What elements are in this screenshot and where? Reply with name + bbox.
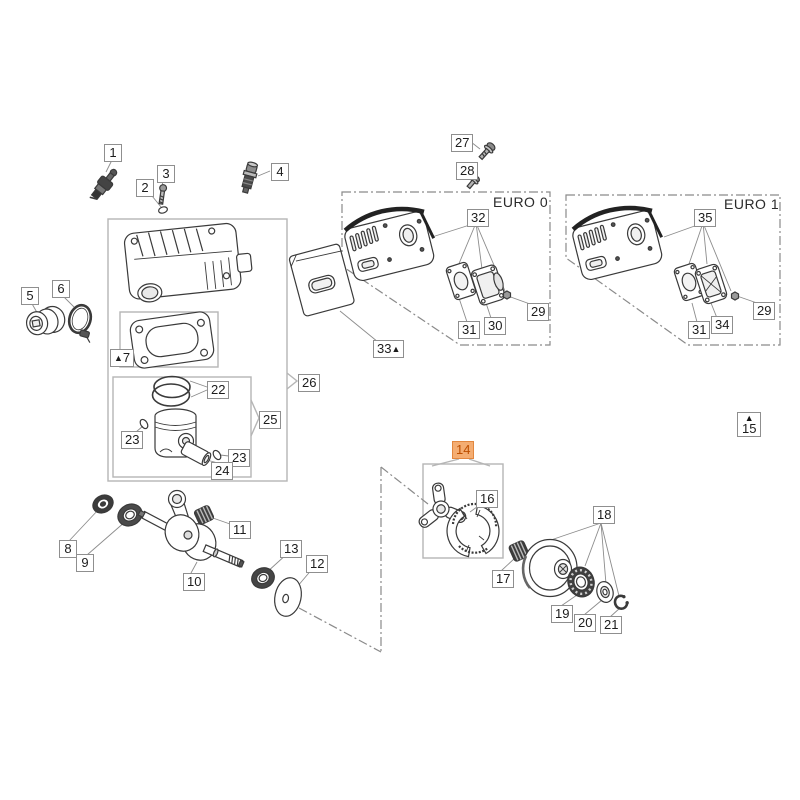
part-label-29b[interactable]: 29	[753, 302, 776, 320]
part-label-1[interactable]: 1	[104, 144, 122, 162]
assembly-boxes	[107, 218, 504, 559]
oil-seal-part	[92, 494, 114, 514]
parts-artwork	[25, 142, 740, 617]
screw-part-27	[478, 142, 496, 161]
clamp-part	[67, 303, 93, 343]
part-label-31b[interactable]: 31	[688, 321, 711, 339]
part-label-22[interactable]: 22	[207, 381, 230, 399]
euro0-box	[341, 191, 551, 346]
clutch-spider-part	[418, 482, 467, 528]
part-label-4[interactable]: 4	[271, 163, 289, 181]
part-label-17[interactable]: 17	[492, 570, 515, 588]
group-label-euro0: EURO 0	[493, 194, 549, 210]
circlip-part-right	[212, 449, 222, 461]
part-label-30[interactable]: 30	[484, 317, 507, 335]
spark-plug-part	[89, 168, 118, 201]
base-gasket-part	[129, 311, 215, 369]
washer-part-2	[158, 206, 168, 214]
part-label-6[interactable]: 6	[52, 280, 70, 298]
clutch-drum-part	[521, 538, 578, 598]
part-label-14[interactable]: 14	[452, 441, 475, 459]
part-label-10[interactable]: 10	[183, 573, 206, 591]
needle-bearing-part	[508, 540, 530, 562]
intake-flange-part	[25, 305, 66, 336]
part-label-33[interactable]: 33▲	[373, 340, 405, 358]
part-label-24[interactable]: 24	[211, 462, 234, 480]
washer-part-20	[596, 581, 614, 603]
piston-rings-part	[151, 375, 191, 407]
crankshaft-part	[137, 489, 245, 568]
part-label-25[interactable]: 25	[259, 411, 282, 429]
circlip-part-left	[139, 418, 149, 430]
part-label-34[interactable]: 34	[711, 316, 734, 334]
clutch-shoes-part	[446, 502, 500, 558]
part-label-23a[interactable]: 23	[121, 431, 144, 449]
piston-assembly-box	[112, 376, 252, 478]
wrist-pin-part	[180, 441, 212, 467]
exhaust-gasket-part-euro0	[445, 261, 477, 301]
part-label-2[interactable]: 2	[136, 179, 154, 197]
heat-shield-part	[288, 243, 355, 317]
muffler-euro1-part	[571, 205, 664, 281]
part-label-35[interactable]: 35	[694, 209, 717, 227]
part-label-27[interactable]: 27	[451, 134, 474, 152]
part-label-15[interactable]: ▲15	[737, 412, 762, 437]
nut-part-29-euro0	[502, 290, 512, 300]
bearing-part-9	[117, 503, 143, 527]
bracket-26	[286, 372, 299, 390]
bracket-14	[431, 458, 491, 467]
part-label-23b[interactable]: 23	[228, 449, 251, 467]
nut-part-29-euro1	[730, 291, 740, 301]
cylinder-assembly-box	[107, 218, 288, 482]
piston-part	[154, 408, 197, 458]
bracket-25	[250, 399, 260, 437]
part-label-26[interactable]: 26	[298, 374, 321, 392]
bearing-part-13	[251, 567, 275, 589]
part-label-20[interactable]: 20	[574, 614, 597, 632]
euro-boxes	[298, 191, 781, 653]
part-label-8[interactable]: 8	[59, 540, 77, 558]
part-label-18[interactable]: 18	[593, 506, 616, 524]
part-label-7[interactable]: ▲7	[110, 349, 135, 367]
gasket-box	[119, 311, 219, 368]
decomp-valve-part	[241, 161, 259, 194]
euro1-box	[565, 194, 781, 346]
clutch-assembly-box	[422, 463, 504, 559]
part-label-32[interactable]: 32	[467, 209, 490, 227]
part-label-31a[interactable]: 31	[458, 321, 481, 339]
part-label-16[interactable]: 16	[476, 490, 499, 508]
exhaust-valve-part-34	[694, 263, 728, 305]
screw-part-3	[158, 184, 168, 205]
part-label-3[interactable]: 3	[157, 165, 175, 183]
part-label-29a[interactable]: 29	[527, 303, 550, 321]
axis-line-to-clutch	[380, 466, 429, 505]
muffler-euro0-part	[343, 206, 436, 282]
cylinder-part	[123, 222, 253, 303]
part-label-5[interactable]: 5	[21, 287, 39, 305]
group-label-euro1: EURO 1	[724, 196, 780, 212]
exhaust-valve-part-30	[470, 264, 506, 306]
axis-line-from-washer	[298, 607, 382, 653]
part-label-13[interactable]: 13	[280, 540, 303, 558]
part-label-9[interactable]: 9	[76, 554, 94, 572]
part-label-19[interactable]: 19	[551, 605, 574, 623]
eclip-part	[613, 594, 629, 610]
bearing-part-19	[567, 566, 595, 598]
part-label-11[interactable]: 11	[229, 521, 251, 539]
part-label-28[interactable]: 28	[456, 162, 479, 180]
needle-cage-part	[193, 505, 215, 525]
part-label-21[interactable]: 21	[600, 616, 623, 634]
disc-washer-part	[274, 577, 302, 617]
part-label-12[interactable]: 12	[306, 555, 329, 573]
